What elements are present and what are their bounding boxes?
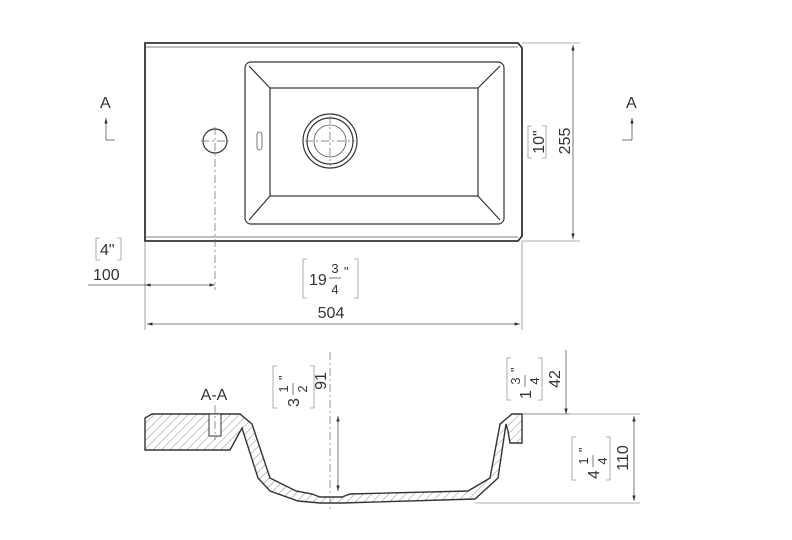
- section-label: A-A: [201, 387, 228, 404]
- basin-depth-in-den: 2: [295, 385, 310, 392]
- width-in-den: 4: [331, 282, 338, 297]
- rim-in-den: 4: [527, 377, 542, 384]
- top-view: A A 255 10" 100 4": [88, 42, 637, 330]
- width-in-mark: ": [344, 264, 349, 279]
- basin-depth-dimension: 91 3 1 2 ": [272, 365, 340, 491]
- section-profile: [144, 413, 523, 504]
- bowl-outline: [244, 61, 505, 225]
- depth-mm-label: 255: [557, 128, 574, 155]
- section-marker-left: A: [100, 95, 115, 141]
- height-in-num: 1: [576, 457, 591, 464]
- basin-depth-mm-label: 91: [313, 372, 330, 390]
- height-in-den: 4: [595, 457, 610, 464]
- rim-in-whole: 1: [518, 390, 535, 399]
- width-in-whole: 19: [309, 272, 327, 289]
- rim-in-num: 3: [508, 377, 523, 384]
- svg-text:A: A: [100, 95, 111, 112]
- basin-outline: [144, 42, 523, 242]
- height-in-mark: ": [576, 447, 591, 452]
- faucet-hole: [201, 127, 229, 290]
- drain: [302, 113, 358, 169]
- section-marker-right: A: [622, 95, 637, 141]
- faucet-offset-in-label: 4": [100, 242, 115, 259]
- basin-depth-in-num: 1: [276, 385, 291, 392]
- width-mm-label: 504: [318, 305, 345, 322]
- section-view: A-A 91 3 1 2 " 42: [144, 350, 640, 512]
- faucet-offset-dimension: 100 4": [88, 237, 215, 330]
- depth-in-label: 10": [531, 130, 548, 153]
- basin-depth-in-mark: ": [276, 375, 291, 380]
- depth-dimension: 255 10": [522, 42, 580, 242]
- height-mm-label: 110: [615, 445, 632, 471]
- faucet-offset-mm-label: 100: [93, 267, 120, 284]
- rim-in-mark: ": [508, 367, 523, 372]
- width-dimension: 504 19 3 4 ": [147, 241, 523, 330]
- basin-depth-in-whole: 3: [286, 398, 303, 407]
- width-in-num: 3: [331, 261, 338, 276]
- rim-mm-label: 42: [547, 370, 564, 388]
- svg-text:A: A: [626, 95, 637, 112]
- height-dimension: 110 4 1 4 ": [475, 413, 640, 504]
- height-in-whole: 4: [586, 470, 603, 479]
- rim-dimension: 42 1 3 4 ": [506, 350, 570, 415]
